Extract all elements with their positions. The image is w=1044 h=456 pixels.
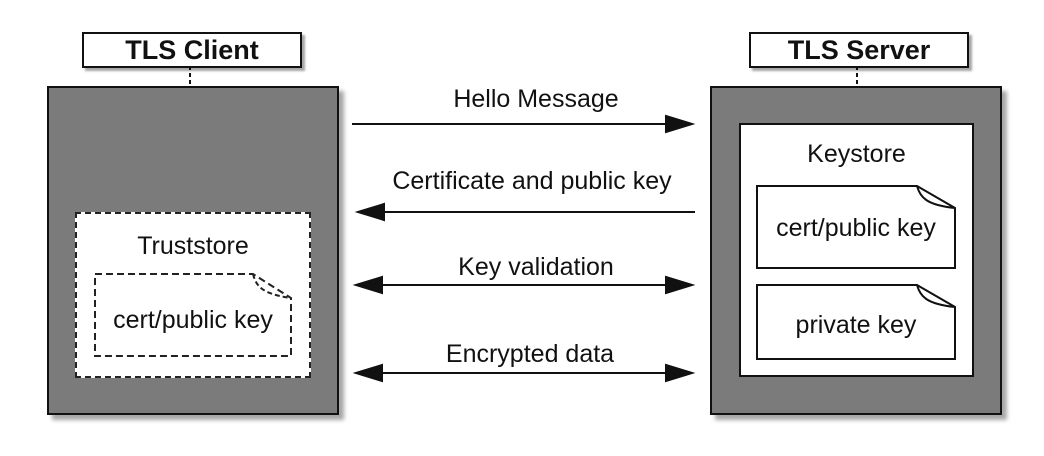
encrypted-data-label: Encrypted data <box>445 340 615 368</box>
keystore-label: Keystore <box>807 140 906 168</box>
private-key-label: private key <box>795 311 917 339</box>
key-validation-label: Key validation <box>458 253 614 281</box>
trust-cert-label: cert/public key <box>113 306 273 334</box>
certificate-label: Certificate and public key <box>392 167 672 195</box>
tls-client-title: TLS Client <box>82 32 302 68</box>
truststore-label: Truststore <box>137 232 249 260</box>
tls-server-title-text: TLS Server <box>787 34 931 65</box>
tls-client-title-text: TLS Client <box>125 34 259 65</box>
hello-message-label: Hello Message <box>453 85 619 113</box>
hello-message-arrow <box>352 114 696 134</box>
tls-server-title: TLS Server <box>749 32 969 68</box>
server-cert-label: cert/public key <box>776 214 936 242</box>
certificate-arrow <box>354 202 695 222</box>
